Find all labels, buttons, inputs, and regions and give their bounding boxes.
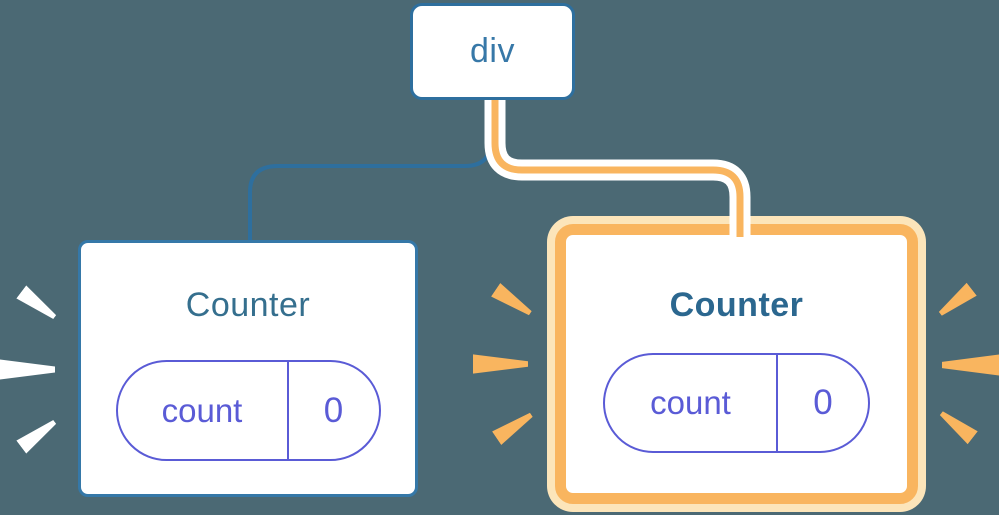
edge-root-to-right-counter bbox=[491, 100, 744, 237]
root-node-label: div bbox=[470, 32, 515, 70]
state-value: 0 bbox=[776, 355, 868, 451]
burst-mark-icon bbox=[492, 408, 536, 446]
burst-mark-icon bbox=[473, 354, 528, 374]
counter-node-left: Counter count 0 bbox=[78, 240, 418, 497]
counter-title: Counter bbox=[185, 286, 311, 324]
edge-root-to-right-counter-casing bbox=[484, 100, 751, 237]
burst-mark-icon bbox=[935, 282, 977, 320]
counter-node-highlighted: Counter count 0 bbox=[555, 224, 918, 504]
burst-mark-icon bbox=[16, 415, 60, 454]
edge-root-to-left-counter bbox=[248, 101, 493, 241]
state-pill: count 0 bbox=[603, 353, 870, 453]
state-value: 0 bbox=[286, 362, 379, 459]
counter-title: Counter bbox=[669, 286, 804, 324]
burst-mark-icon bbox=[16, 285, 60, 324]
burst-mark-icon bbox=[942, 354, 999, 376]
state-pill: count 0 bbox=[115, 360, 381, 461]
state-key-label: count bbox=[161, 391, 243, 429]
burst-mark-icon bbox=[491, 283, 535, 321]
burst-mark-icon bbox=[0, 359, 55, 380]
burst-mark-icon bbox=[936, 406, 978, 444]
root-node: div bbox=[410, 3, 575, 100]
state-key-label: count bbox=[650, 384, 731, 421]
